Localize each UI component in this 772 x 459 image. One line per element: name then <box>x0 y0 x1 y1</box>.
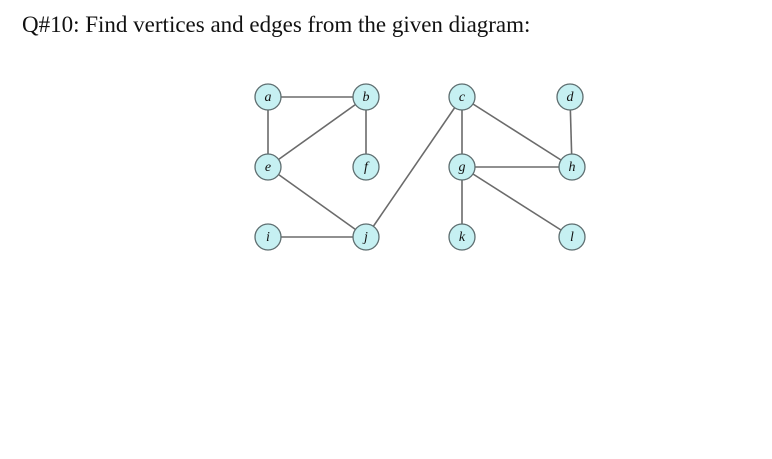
vertex-e: e <box>254 153 282 181</box>
vertex-circle <box>352 223 380 251</box>
vertex-circle <box>448 83 476 111</box>
vertex-j: j <box>352 223 380 251</box>
vertex-label: i <box>266 230 270 245</box>
vertex-circle <box>254 153 282 181</box>
vertex-label: d <box>567 90 575 105</box>
vertex-i: i <box>254 223 282 251</box>
vertex-label: h <box>569 160 576 175</box>
edges-layer <box>267 96 573 238</box>
vertex-g: g <box>448 153 476 181</box>
vertex-label: f <box>364 160 370 175</box>
edge-b-e <box>267 96 367 168</box>
vertex-circle <box>558 223 586 251</box>
vertex-circle <box>448 223 476 251</box>
vertex-circle <box>352 153 380 181</box>
vertex-circle <box>254 223 282 251</box>
vertex-k: k <box>448 223 476 251</box>
vertex-label: b <box>363 90 370 105</box>
vertex-circle <box>254 83 282 111</box>
vertex-circle <box>556 83 584 111</box>
vertex-label: e <box>265 160 271 175</box>
edge-j-c <box>365 96 463 238</box>
vertices-layer: a b c d e f g h i j k l <box>254 83 586 251</box>
vertex-b: b <box>352 83 380 111</box>
vertex-a: a <box>254 83 282 111</box>
vertex-f: f <box>352 153 380 181</box>
vertex-circle <box>448 153 476 181</box>
vertex-c: c <box>448 83 476 111</box>
vertex-label: a <box>265 90 272 105</box>
vertex-d: d <box>556 83 584 111</box>
edge-c-h <box>461 96 573 168</box>
vertex-label: l <box>570 230 574 245</box>
vertex-l: l <box>558 223 586 251</box>
vertex-label: k <box>459 230 466 245</box>
vertex-circle <box>352 83 380 111</box>
vertex-h: h <box>558 153 586 181</box>
edge-g-l <box>461 166 573 238</box>
vertex-label: j <box>362 230 368 245</box>
vertex-label: c <box>459 90 466 105</box>
vertex-circle <box>558 153 586 181</box>
question-title: Q#10: Find vertices and edges from the g… <box>22 12 531 37</box>
vertex-label: g <box>459 160 466 175</box>
edge-e-j <box>267 166 367 238</box>
